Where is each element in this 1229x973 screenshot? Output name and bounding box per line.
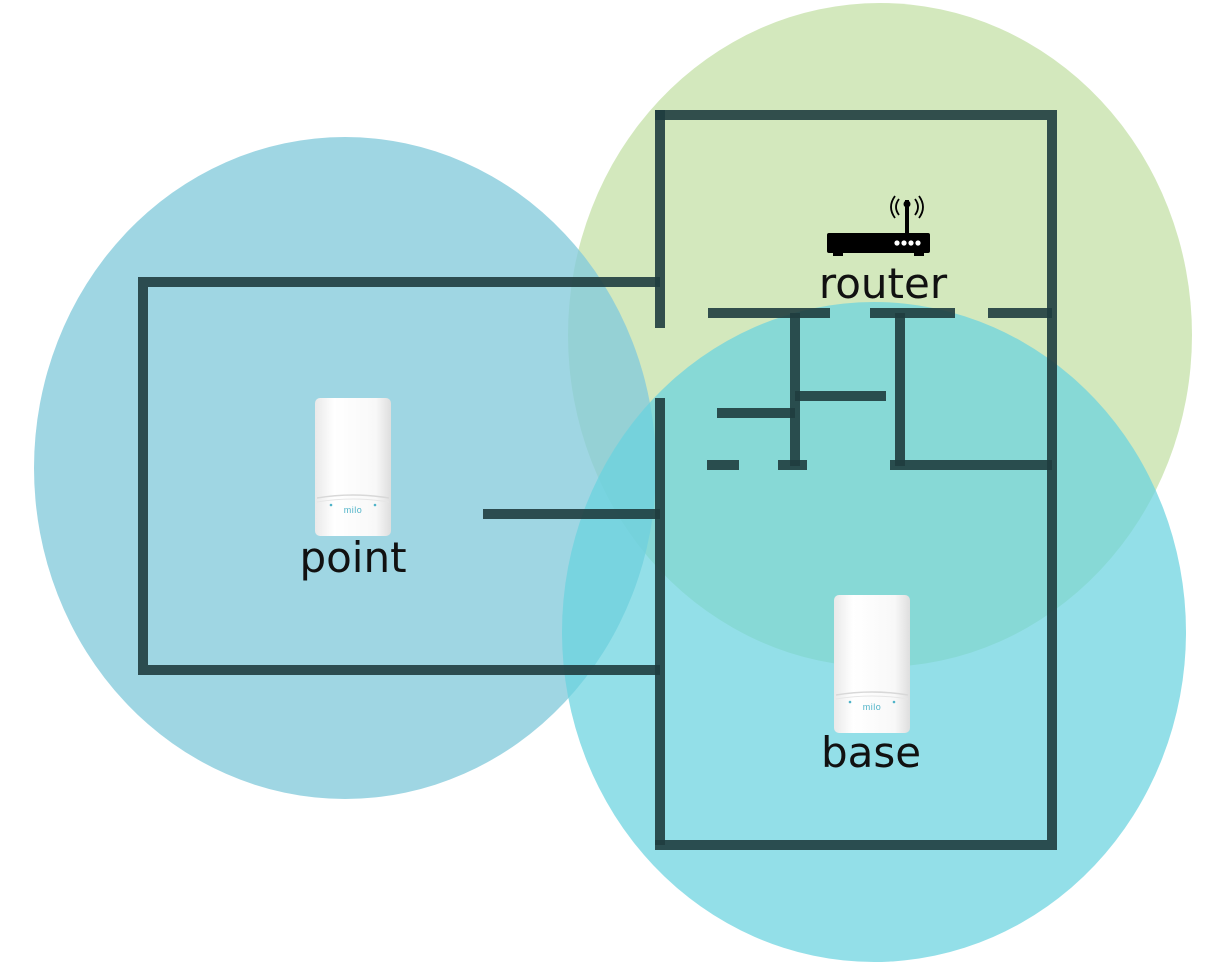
coverage-areas: [34, 3, 1192, 962]
point-device-brand: milo: [344, 505, 363, 515]
milo-device-icon: milo: [315, 398, 391, 536]
router-icon: [827, 195, 930, 256]
router-room-walls: [655, 110, 1057, 850]
milo-device-icon: milo: [834, 595, 910, 733]
router-label: router: [819, 259, 948, 308]
left-room-walls: [138, 277, 660, 675]
point-label: point: [299, 533, 406, 582]
floor-plan-walls: [138, 110, 1057, 850]
base-device-brand: milo: [863, 702, 882, 712]
base-device: milo: [834, 595, 910, 733]
base-label: base: [821, 728, 921, 777]
point-device: milo: [315, 398, 391, 536]
